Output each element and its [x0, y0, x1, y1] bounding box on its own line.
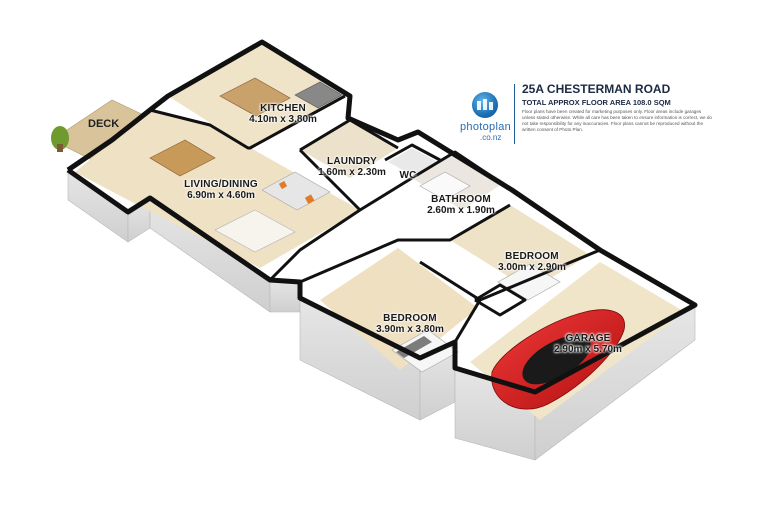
room-name: BEDROOM [383, 313, 437, 324]
room-dims: 2.90m x 5.70m [554, 343, 622, 355]
room-label-bedroom-2: BEDROOM 3.90m x 3.80m [376, 313, 444, 335]
room-name: LIVING/DINING [184, 179, 258, 190]
room-label-garage: GARAGE 2.90m x 5.70m [554, 333, 622, 355]
living-rug [214, 209, 296, 253]
floor-area: TOTAL APPROX FLOOR AREA 108.0 SQM [522, 98, 671, 107]
deck-label: DECK [88, 118, 120, 130]
room-name: KITCHEN [260, 103, 306, 114]
kitchen-bench [219, 77, 291, 117]
plan-header: photoplan .co.nz 25A CHESTERMAN ROAD TOT… [460, 82, 720, 154]
room-label-wc: WC [399, 170, 417, 182]
room-name: GARAGE [565, 333, 611, 344]
furniture [149, 77, 561, 373]
room-label-bedroom-1: BEDROOM 3.00m x 2.90m [498, 251, 566, 273]
kitchen-cabinet [294, 81, 343, 109]
room-label-bathroom: BATHROOM 2.60m x 1.90m [427, 194, 495, 216]
header-divider [514, 84, 515, 144]
room-name: WC [399, 170, 417, 181]
dining-table [149, 139, 216, 177]
disclaimer-text: Floor plans have been created for market… [522, 109, 712, 132]
bedroom2-floor [320, 248, 478, 370]
bed-2 [391, 329, 459, 373]
room-dims: 6.90m x 4.60m [187, 189, 255, 201]
photoplan-logo-icon [472, 92, 498, 118]
logo-text: photoplan [460, 121, 512, 133]
car-icon [491, 309, 625, 410]
room-dims: 4.10m x 3.80m [249, 113, 317, 125]
room-label-laundry: LAUNDRY 1.60m x 2.30m [318, 156, 386, 178]
room-dims: 1.60m x 2.30m [318, 166, 386, 178]
room-name: BEDROOM [505, 251, 559, 262]
room-name: BATHROOM [431, 194, 491, 205]
bath-tub [419, 171, 471, 201]
room-dims: 2.60m x 1.90m [427, 204, 495, 216]
property-address: 25A CHESTERMAN ROAD [522, 82, 671, 96]
room-dims: 3.90m x 3.80m [376, 323, 444, 335]
room-label-kitchen: KITCHEN 4.10m x 3.80m [249, 103, 317, 125]
room-dims: 3.00m x 2.90m [498, 261, 566, 273]
walls-top [66, 39, 698, 395]
room-name: LAUNDRY [327, 156, 377, 167]
room-label-living: LIVING/DINING 6.90m x 4.60m [184, 179, 258, 201]
logo-subtext: .co.nz [480, 133, 502, 142]
